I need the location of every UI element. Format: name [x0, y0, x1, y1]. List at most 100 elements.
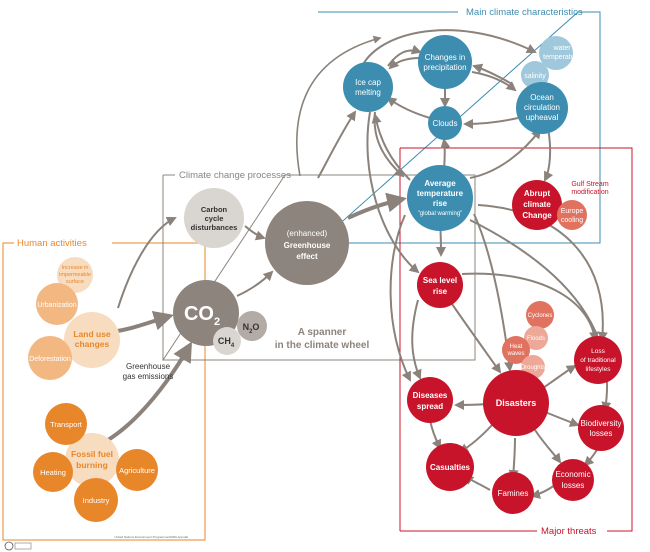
grid-logo [4, 541, 32, 551]
svg-text:Transport: Transport [50, 420, 83, 429]
arrow-disasters-casualties [458, 424, 493, 454]
arrow-sealevel-lifestyles [461, 272, 599, 342]
node-casualties: Casualties [426, 443, 474, 491]
svg-text:Cyclones: Cyclones [528, 313, 553, 319]
arrow-ocean-clouds [463, 117, 519, 129]
arrow-biodiv-economic [583, 447, 599, 467]
arrow-disasters-economic [534, 429, 562, 464]
node-ch4: CH4 [213, 327, 241, 355]
svg-text:Disasters: Disasters [496, 398, 537, 408]
svg-text:Droughts: Droughts [521, 365, 545, 371]
svg-text:Heating: Heating [40, 468, 66, 477]
arrow-co2-greenhouse [236, 270, 274, 297]
node-famines: Famines [492, 472, 534, 514]
arrow-fossil-co2 [106, 341, 192, 442]
arrow-greenhouse-ice [317, 110, 357, 179]
arrow-greenhouse-avgtemp [347, 192, 407, 220]
node-deforestation: Deforestation [28, 336, 72, 380]
arrow-avgtemp-lifestyles [477, 204, 608, 342]
svg-text:Clouds: Clouds [433, 119, 458, 128]
node-industry: Industry [74, 478, 118, 522]
footer-credit: United Nations Environment Programme/GRI… [114, 535, 188, 539]
svg-text:CH4: CH4 [218, 336, 235, 349]
svg-text:Industry: Industry [83, 496, 110, 505]
arrow-sealevel-disasters [451, 303, 502, 374]
arrow-disasters-biodiv [544, 411, 580, 427]
main-characteristics-title: Main climate characteristics [466, 7, 583, 18]
svg-text:Famines: Famines [498, 489, 529, 498]
svg-text:Casualties: Casualties [430, 463, 471, 472]
arrow-landuse-carbon [117, 216, 177, 309]
node-heating: Heating [33, 452, 73, 492]
arrow-disasters-lifestyles [539, 364, 577, 391]
svg-text:N2O: N2O [243, 322, 260, 335]
human-activities-title: Human activities [17, 238, 87, 249]
arrow-diseases-casualties [429, 419, 441, 450]
arrow-sealevel-diseases [411, 299, 422, 380]
arrow-top-loop [359, 29, 537, 73]
node-agriculture: Agriculture [116, 449, 158, 491]
arrows [106, 29, 612, 499]
arrow-ice-precip [387, 44, 422, 67]
node-transport: Transport [45, 403, 87, 445]
arrow-carbon-greenhouse [244, 225, 266, 241]
arrow-ice-clouds [373, 111, 405, 178]
arrow-disasters-famines [508, 437, 519, 480]
climate-processes-title: Climate change processes [179, 170, 291, 181]
arrow-ice-sealevel [366, 111, 420, 274]
svg-text:Agriculture: Agriculture [119, 466, 155, 475]
major-threats-title: Major threats [541, 526, 597, 537]
arrow-ocean-precip [472, 63, 513, 85]
svg-text:Deforestation: Deforestation [29, 356, 71, 363]
node-n2o: N2O [237, 311, 267, 341]
arrow-landuse-co2 [109, 311, 174, 334]
node-cyclones: Cyclones [526, 301, 554, 329]
node-disasters: Disasters [483, 370, 549, 436]
svg-text:Urbanization: Urbanization [37, 302, 76, 309]
node-urbanization: Urbanization [36, 283, 78, 325]
svg-text:CO2: CO2 [184, 303, 220, 328]
svg-text:salinity: salinity [524, 73, 546, 80]
arrow-greenhouse-loop [296, 35, 382, 177]
node-clouds: Clouds [428, 106, 462, 140]
arrow-avgtemp-ocean [469, 128, 542, 179]
svg-text:Floods: Floods [527, 336, 545, 342]
